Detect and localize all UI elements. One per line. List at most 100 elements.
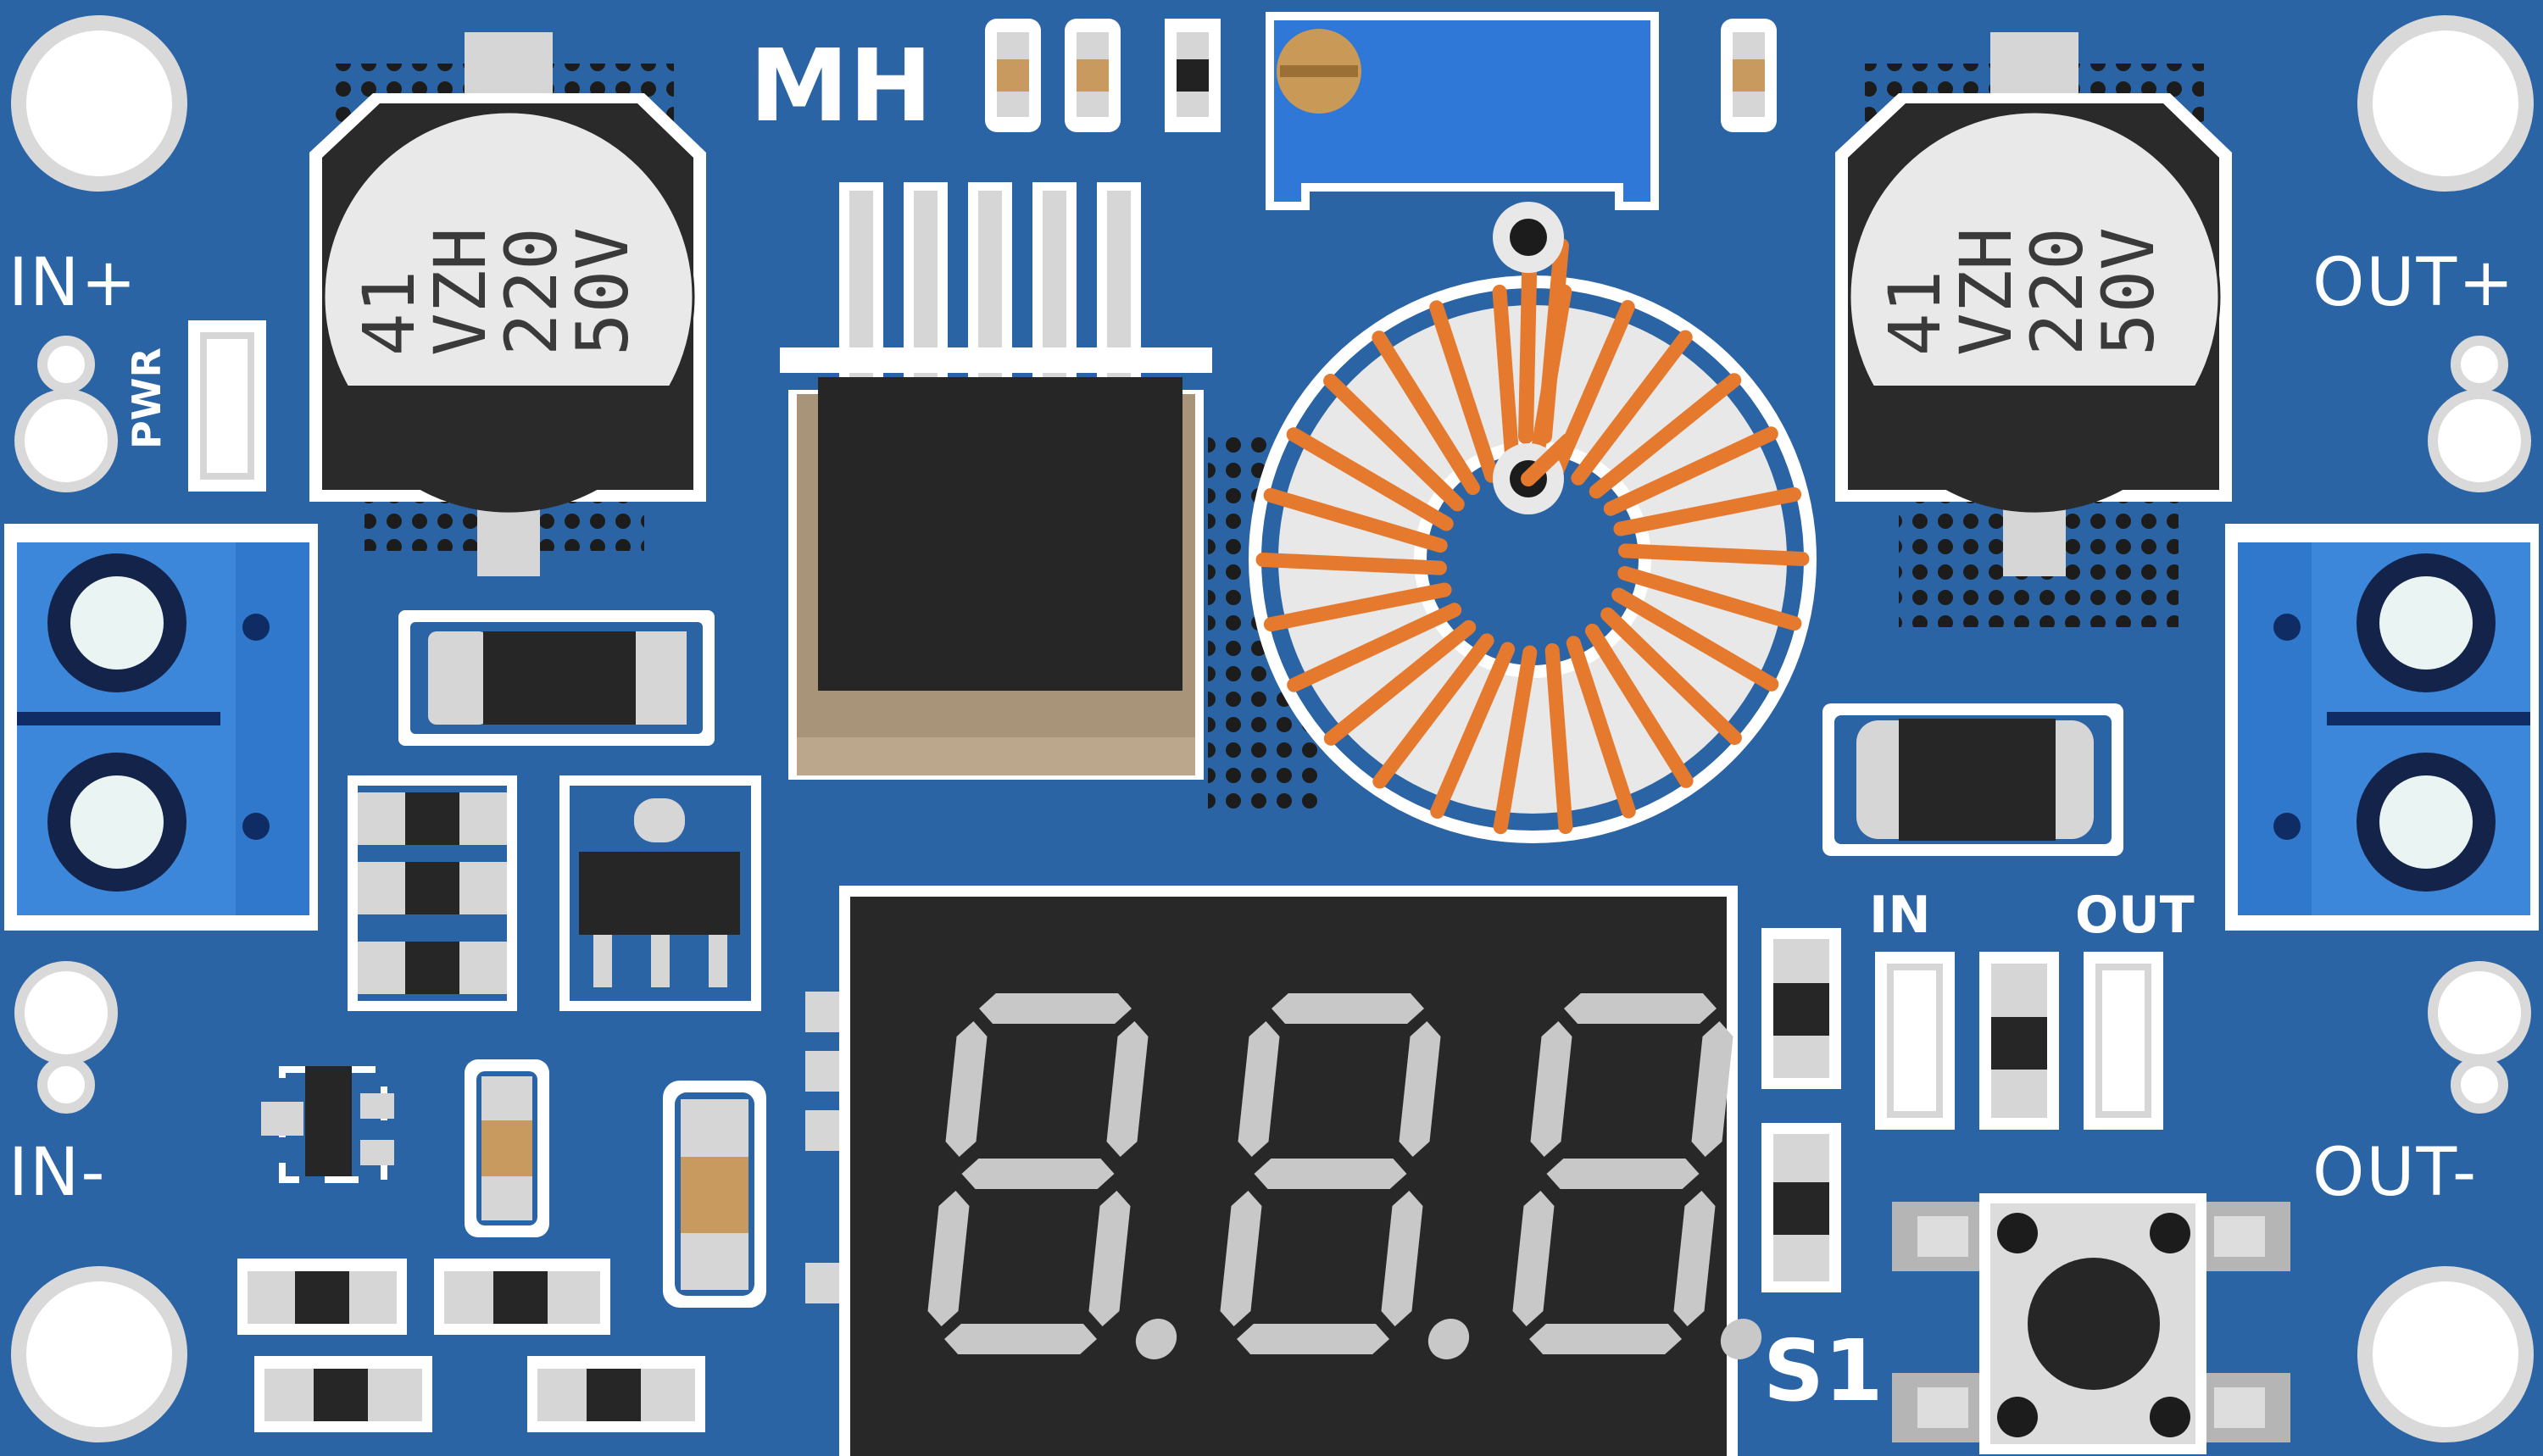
seven-segment-display xyxy=(839,886,1762,1456)
winding-turn xyxy=(1492,284,1521,475)
capacitor-right-line1: 41 xyxy=(1873,270,1956,356)
mounting-holes xyxy=(11,15,2534,1442)
winding-turn xyxy=(1287,603,1462,692)
header-pin-in-minus xyxy=(14,961,118,1064)
capacitor-left-line3: 220 xyxy=(490,227,573,356)
terminal-screw-in-plus[interactable] xyxy=(70,576,164,670)
trimmer-potentiometer-icon xyxy=(1274,20,1650,202)
display-segment xyxy=(960,1159,1116,1189)
terminal-screw-in-minus[interactable] xyxy=(70,775,164,869)
display-decimal-point xyxy=(1427,1319,1470,1359)
winding-turn xyxy=(1589,373,1742,499)
tactile-button-s1[interactable] xyxy=(1892,1193,2290,1454)
smd-resistors-right xyxy=(1761,928,1841,1292)
display-segment xyxy=(1527,1324,1683,1354)
label-in-minus: IN- xyxy=(8,1135,107,1211)
smd-diode-left xyxy=(398,610,715,746)
capacitor-left-line1: 41 xyxy=(348,270,431,356)
capacitor-left-line2: VZH xyxy=(419,227,502,356)
winding-turn xyxy=(1617,565,1802,631)
toroidal-inductor xyxy=(1249,202,1817,843)
winding-turn xyxy=(1255,553,1447,575)
smd-resistor-stack xyxy=(348,775,517,1011)
sot23-transistor xyxy=(261,1066,394,1183)
header-pin-in-plus xyxy=(14,389,118,492)
display-segment xyxy=(977,993,1133,1024)
label-in-plus: IN+ xyxy=(8,245,138,321)
winding-turn xyxy=(1544,643,1573,835)
capacitor-left-line4: 50V xyxy=(561,227,644,356)
label-maker: MH xyxy=(749,27,933,144)
indicator-leds xyxy=(1875,952,2163,1130)
display-digit xyxy=(1511,993,1762,1359)
winding-turn xyxy=(1618,543,1810,566)
display-digits xyxy=(926,993,1762,1359)
capacitor-left-marking: 41 VZH 220 50V xyxy=(348,59,644,356)
winding-turn xyxy=(1493,645,1538,835)
winding-turn xyxy=(1372,633,1494,789)
winding-turn xyxy=(1603,426,1778,516)
display-digit xyxy=(1218,993,1470,1359)
winding-turn xyxy=(1429,300,1500,483)
winding-turn xyxy=(1263,582,1452,632)
sot223-transistor xyxy=(559,775,761,1011)
capacitor-right-marking: 41 VZH 220 50V xyxy=(1873,59,2170,356)
display-segment xyxy=(1235,1324,1391,1354)
display-segment xyxy=(943,1324,1099,1354)
header-pin-in-minus-small xyxy=(37,1056,95,1114)
terminal-screw-out-plus[interactable] xyxy=(2379,576,2473,670)
winding-turn xyxy=(1286,427,1454,531)
header-pin-out-minus xyxy=(2428,961,2531,1064)
header-pin-out-minus-small xyxy=(2451,1056,2508,1114)
display-segment xyxy=(1544,1159,1701,1189)
terminal-block-input[interactable] xyxy=(4,524,318,931)
winding-turn xyxy=(1323,374,1465,512)
label-led-out: OUT xyxy=(2075,886,2195,945)
button-plunger[interactable] xyxy=(2028,1258,2160,1390)
mounting-hole-top-left xyxy=(11,15,187,192)
winding-turn xyxy=(1566,636,1636,819)
display-decimal-point xyxy=(1720,1319,1762,1359)
label-pwr: PWR xyxy=(124,347,170,449)
winding-turn xyxy=(1611,587,1779,692)
smd-capacitor-small xyxy=(465,1059,549,1237)
display-digit xyxy=(926,993,1177,1359)
label-switch: S1 xyxy=(1763,1321,1884,1420)
display-segment xyxy=(1270,993,1426,1024)
header-pin-out-plus xyxy=(2428,389,2531,492)
capacitor-right xyxy=(1835,32,2232,576)
capacitor-right-line4: 50V xyxy=(2087,227,2170,356)
label-out-minus: OUT- xyxy=(2312,1135,2479,1211)
mounting-hole-bottom-right xyxy=(2357,1266,2534,1442)
terminal-screw-out-minus[interactable] xyxy=(2379,775,2473,869)
mounting-hole-bottom-left xyxy=(11,1266,187,1442)
header-pins xyxy=(14,336,2531,1114)
smd-resistors-bottom xyxy=(237,1259,705,1432)
winding-turn xyxy=(1263,487,1448,553)
header-pin-out-plus-small xyxy=(2451,336,2508,393)
smd-capacitor-medium xyxy=(663,1081,766,1308)
capacitor-left xyxy=(309,32,706,576)
winding-turn xyxy=(1323,620,1477,746)
trimmer-potentiometer[interactable] xyxy=(1266,12,1659,210)
display-segment xyxy=(1562,993,1718,1024)
mounting-hole-top-right xyxy=(2357,15,2534,192)
winding-turn xyxy=(1372,331,1480,496)
label-led-in: IN xyxy=(1869,886,1931,945)
capacitor-right-line2: VZH xyxy=(1945,227,2028,356)
label-out-plus: OUT+ xyxy=(2312,245,2516,321)
terminal-block-output[interactable] xyxy=(2225,524,2539,931)
pwr-led xyxy=(188,320,266,492)
smd-diode-right xyxy=(1822,703,2123,856)
regulator-ic xyxy=(780,182,1212,780)
capacitor-right-line3: 220 xyxy=(2016,227,2099,356)
winding-turn xyxy=(1585,623,1694,788)
winding-turn xyxy=(1600,607,1742,745)
winding-turn xyxy=(1613,486,1802,536)
winding-turn xyxy=(1571,330,1693,486)
display-segment xyxy=(1252,1159,1409,1189)
display-decimal-point xyxy=(1135,1319,1177,1359)
header-pin-in-plus-small xyxy=(37,336,95,393)
